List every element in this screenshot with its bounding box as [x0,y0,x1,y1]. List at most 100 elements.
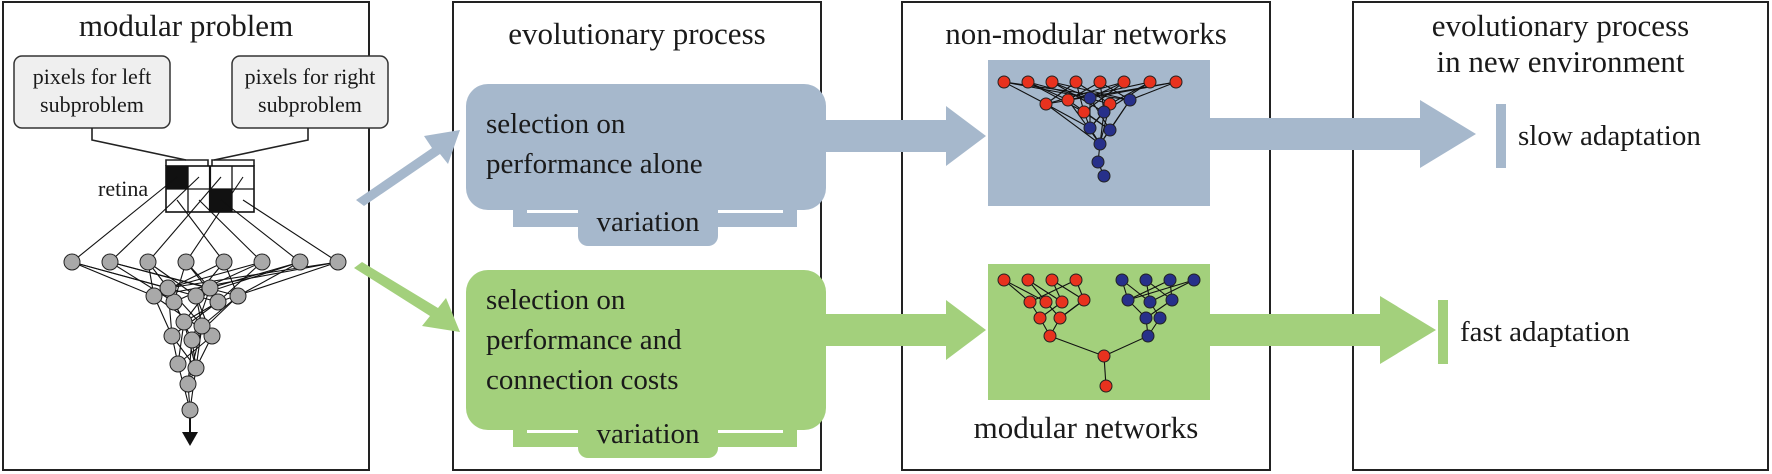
network-edge [147,261,197,297]
network-node [1163,273,1177,287]
arrow-to-modular-networks [826,300,986,360]
selection-costs-line2: performance and [486,324,682,356]
network-edge [171,301,219,337]
non-modular-networks-title: non-modular networks [945,16,1227,51]
network-node [1139,273,1153,287]
network-node [159,279,177,297]
modular-networks-label: modular networks [973,410,1199,445]
network-node [145,287,163,305]
modular-network-box [988,264,1210,400]
network-node [1083,91,1097,105]
subproblem-brackets [91,128,309,166]
network-node [1115,273,1129,287]
selection-performance-line1: selection on [486,108,626,140]
selection-costs-box [466,270,826,430]
network-node [183,331,201,349]
network-node [1077,293,1091,307]
variation-box-top [578,198,718,246]
network-edge [237,261,301,297]
network-node [1093,137,1107,151]
network-node [1123,93,1137,107]
slow-adaptation-bar [1496,104,1506,168]
network-edge [153,261,339,297]
panel-new-environment [1352,1,1769,471]
network-edge [1027,279,1063,303]
network-node [1169,75,1183,89]
network-edge [1045,103,1101,145]
network-node [1141,329,1155,343]
network-edge [1103,335,1149,357]
network-node [1023,295,1037,309]
network-edge [147,176,222,263]
network-node [187,359,205,377]
network-edge [1003,81,1047,105]
network-node [1165,293,1179,307]
variation-label-top: variation [596,206,700,238]
network-node [1121,293,1135,307]
network-edge [1027,81,1111,105]
network-edge [1003,279,1047,303]
modular-problem-title: modular problem [78,8,294,43]
network-edge [1051,81,1091,99]
network-edge [1109,81,1151,105]
network-edge [71,176,178,263]
evolutionary-process-title: evolutionary process [508,16,766,51]
network-node [1055,295,1069,309]
left-subproblem-label-line2: subproblem [40,92,144,117]
new-environment-title-line2: in new environment [1436,44,1685,79]
network-node [101,253,119,271]
network-node [1077,105,1091,119]
arrow-to-selection-costs [354,262,460,332]
network-node [215,253,233,271]
right-subproblem-label-line2: subproblem [258,92,362,117]
network-node [1053,311,1067,325]
network-node [1061,93,1075,107]
network-edge [220,199,301,263]
network-node [181,401,199,419]
network-node [1069,273,1083,287]
network-node [997,273,1011,287]
arrow-to-slow-adaptation [1210,100,1476,168]
network-node [1033,311,1047,325]
variation-box-bottom [578,410,718,458]
selection-performance-line2: performance alone [486,148,703,180]
network-node [253,253,271,271]
network-node [1153,311,1167,325]
network-node [1045,273,1059,287]
network-node [1021,75,1035,89]
selection-performance-box [466,84,826,210]
retina-network [63,176,347,446]
network-node [229,287,247,305]
retina-label: retina [98,176,149,201]
network-edge [71,261,155,297]
network-node [179,375,197,393]
network-node [201,279,219,297]
network-edge [1129,81,1177,101]
network-node [1103,123,1117,137]
fast-adaptation-label: fast adaptation [1460,316,1630,348]
network-node [1083,121,1097,135]
right-subproblem-label-line1: pixels for right [244,64,376,89]
network-node [1043,329,1057,343]
slow-adaptation-label: slow adaptation [1518,120,1701,152]
network-node [1139,311,1153,325]
network-node [1021,273,1035,287]
fast-adaptation-bar [1438,300,1448,364]
network-node [139,253,157,271]
network-node [163,327,181,345]
network-edge [187,335,213,385]
network-node [1097,349,1111,363]
network-node [1097,169,1111,183]
network-node [1091,155,1105,169]
network-node [1045,75,1059,89]
left-subproblem-label-line1: pixels for left [32,64,152,89]
variation-label-bottom: variation [596,418,700,450]
output-arrowhead [182,432,198,446]
network-edge [1089,81,1177,99]
network-edge [1045,103,1091,129]
network-node [1143,75,1157,89]
network-edge [198,199,263,263]
network-node [193,317,211,335]
network-edge [1049,335,1105,357]
